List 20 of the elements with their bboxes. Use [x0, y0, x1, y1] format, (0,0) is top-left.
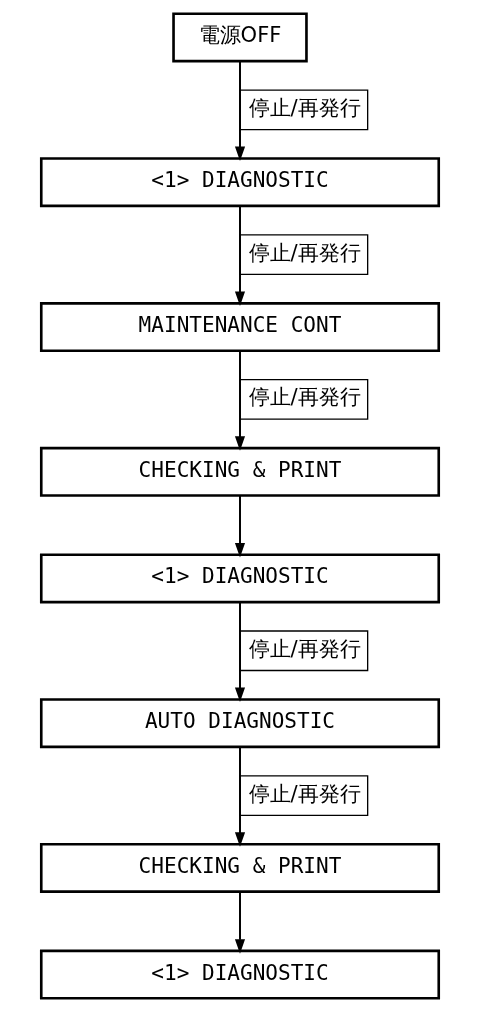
node-box: MAINTENANCE CONT [39, 302, 441, 352]
node-box: CHECKING & PRINT [39, 842, 441, 893]
edge-label: 停止/再発行 [248, 94, 361, 120]
node-box: AUTO DIAGNOSTIC [39, 698, 441, 749]
node-box: <1> DIAGNOSTIC [39, 949, 441, 1000]
arrow [234, 601, 246, 703]
arrow [234, 890, 246, 954]
node-box: 電源OFF [172, 12, 308, 63]
edge-label: 停止/再発行 [248, 239, 361, 265]
node-box: CHECKING & PRINT [39, 446, 441, 497]
node-box: <1> DIAGNOSTIC [39, 157, 441, 208]
arrow [234, 350, 246, 451]
arrow [234, 494, 246, 558]
edge-label: 停止/再発行 [248, 635, 361, 661]
edge-label: 停止/再発行 [248, 384, 361, 410]
arrow [234, 60, 246, 162]
edge-label: 停止/再発行 [248, 780, 361, 806]
node-box: <1> DIAGNOSTIC [39, 553, 441, 604]
arrow [234, 205, 246, 306]
arrow [234, 746, 246, 847]
